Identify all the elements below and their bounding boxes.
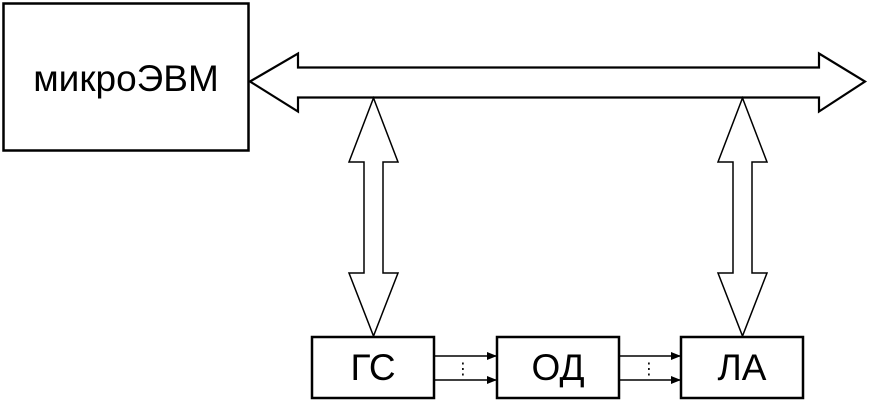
gs-block: ГС bbox=[310, 335, 436, 400]
od-la-connector: ⋮ bbox=[619, 352, 681, 384]
gs-od-connector: ⋮ bbox=[434, 352, 497, 384]
od-block: ОД bbox=[495, 335, 621, 400]
gs-label: ГС bbox=[350, 347, 395, 388]
gs-od-ellipsis: ⋮ bbox=[455, 359, 471, 378]
la-label: ЛА bbox=[718, 347, 767, 388]
micro-computer-label: микроЭВМ bbox=[33, 58, 219, 99]
bus-la-link-arrow bbox=[716, 95, 769, 339]
micro-computer-block: микроЭВМ bbox=[2, 2, 250, 152]
la-block: ЛА bbox=[679, 335, 805, 400]
bus-gs-link-arrow bbox=[347, 95, 400, 339]
od-label: ОД bbox=[531, 347, 584, 388]
system-bus-arrow bbox=[247, 51, 868, 114]
od-la-ellipsis: ⋮ bbox=[641, 359, 657, 378]
